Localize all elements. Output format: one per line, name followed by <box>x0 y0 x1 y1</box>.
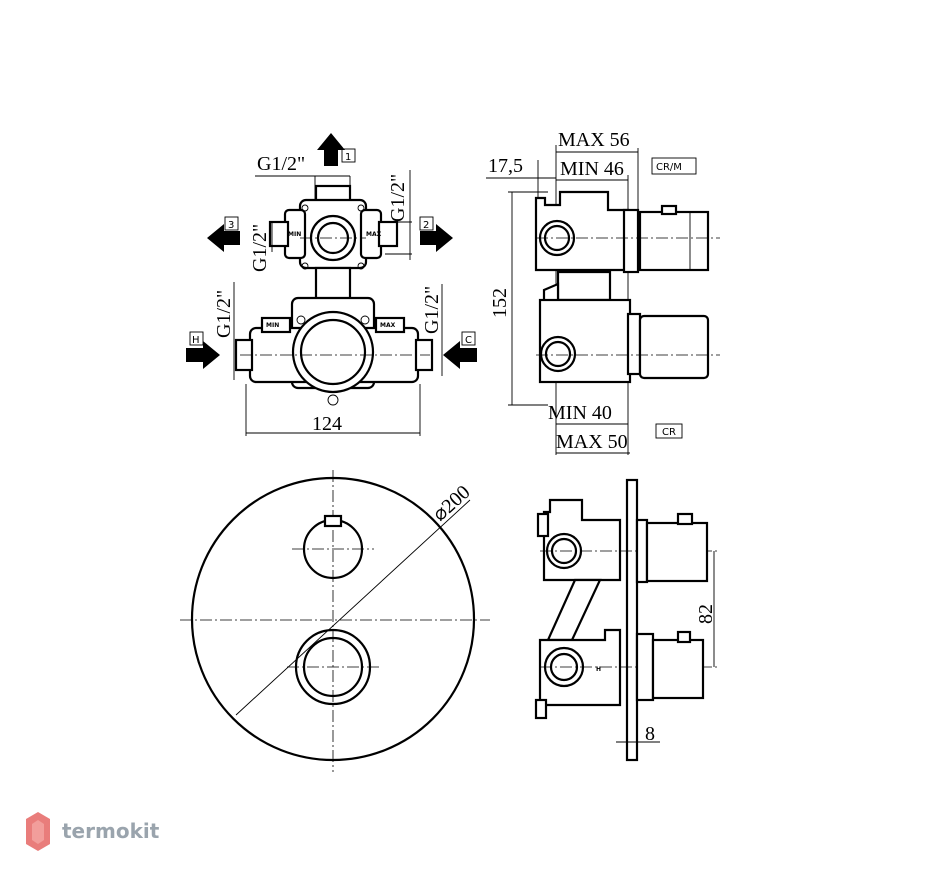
port-1-box <box>341 148 356 163</box>
dim-82-label: 82 <box>695 604 717 624</box>
dim-min40-label: MIN 40 <box>548 402 612 424</box>
thermostat-handle-side <box>638 314 710 380</box>
outlet-arrow-right-icon <box>420 224 453 252</box>
g-top-label: G1/2" <box>257 153 305 175</box>
mark-min-left: MIN <box>288 231 301 238</box>
tag-crm-label: CR/M <box>656 162 682 173</box>
outlet-arrow-up-icon <box>317 133 345 166</box>
port-h-label: H <box>192 335 200 346</box>
dim-124-label: 124 <box>312 413 342 435</box>
side-view: MAX 56 MIN 46 CR/M 17,5 152 <box>486 129 720 455</box>
installed-side-view: H 82 8 <box>534 478 720 762</box>
front-view: 1 G1/2" MIN MAX 3 G1/2" 2 G1/2" <box>186 133 477 436</box>
wall-plate <box>625 478 639 762</box>
port-1-label: 1 <box>345 152 351 163</box>
port-c-label: C <box>465 335 472 346</box>
outlet-arrow-left-icon <box>207 224 240 252</box>
g-left-mid-label: G1/2" <box>249 224 271 272</box>
g-right-top-label: G1/2" <box>387 174 409 222</box>
dim-8-label: 8 <box>645 723 655 745</box>
port-2-label: 2 <box>423 220 429 231</box>
logo-text: termokit <box>62 819 160 843</box>
dim-max56-label: MAX 56 <box>558 129 630 151</box>
dim-152-label: 152 <box>489 288 511 318</box>
port-3-label: 3 <box>228 220 234 231</box>
valve-h-mark: H <box>596 666 601 673</box>
tag-cr-label: CR <box>662 427 676 438</box>
mark-max-left: MAX <box>366 231 382 238</box>
g-left-bottom-label: G1/2" <box>213 290 235 338</box>
faceplate-view: ⌀200 <box>180 470 490 772</box>
diverter-block <box>298 198 368 270</box>
diverter-handle-side <box>638 210 710 272</box>
dim-min46-label: MIN 46 <box>560 158 624 180</box>
dim-200-label: ⌀200 <box>429 481 475 525</box>
termokit-logo: termokit <box>26 812 160 851</box>
inlet-arrow-c-icon <box>443 341 477 369</box>
mark-min-right: MIN <box>266 322 279 329</box>
g-right-bottom-label: G1/2" <box>421 286 443 334</box>
dim-175-label: 17,5 <box>488 155 523 177</box>
dim-max50-label: MAX 50 <box>556 431 628 453</box>
mark-max-right: MAX <box>380 322 396 329</box>
inlet-arrow-h-icon <box>186 341 220 369</box>
